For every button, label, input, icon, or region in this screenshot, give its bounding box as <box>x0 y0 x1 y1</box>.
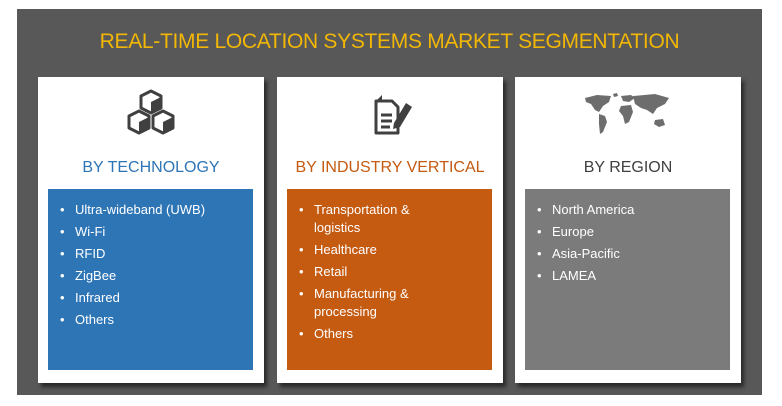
list-item: ZigBee <box>48 267 253 285</box>
card-heading: BY INDUSTRY VERTICAL <box>295 159 485 176</box>
cubes-icon <box>38 87 264 143</box>
list-item: Ultra-wideband (UWB) <box>48 201 253 219</box>
card-industry-vertical: BY INDUSTRY VERTICAL Transportation & lo… <box>277 77 503 383</box>
technology-list-box: Ultra-wideband (UWB) Wi-Fi RFID ZigBee I… <box>48 189 253 370</box>
technology-list: Ultra-wideband (UWB) Wi-Fi RFID ZigBee I… <box>48 189 253 329</box>
card-heading: BY REGION <box>583 159 673 176</box>
card-technology: BY TECHNOLOGY Ultra-wideband (UWB) Wi-Fi… <box>38 77 264 383</box>
list-item: Retail <box>287 263 492 281</box>
list-item: Transportation & logistics <box>287 201 434 237</box>
industry-list-box: Transportation & logistics Healthcare Re… <box>287 189 492 370</box>
list-item: Others <box>287 325 492 343</box>
list-item: Healthcare <box>287 241 492 259</box>
list-item: RFID <box>48 245 253 263</box>
region-list-box: North America Europe Asia-Pacific LAMEA <box>525 189 730 370</box>
list-item: Manufacturing & processing <box>287 285 434 321</box>
list-item: Asia-Pacific <box>525 245 730 263</box>
document-edit-icon <box>277 87 503 143</box>
diagram-title: REAL-TIME LOCATION SYSTEMS MARKET SEGMEN… <box>99 30 680 53</box>
list-item: North America <box>525 201 730 219</box>
card-region: BY REGION North America Europe Asia-Paci… <box>515 77 741 383</box>
list-item: Others <box>48 311 253 329</box>
industry-list: Transportation & logistics Healthcare Re… <box>287 189 492 343</box>
list-item: Europe <box>525 223 730 241</box>
list-item: Wi-Fi <box>48 223 253 241</box>
world-map-icon <box>515 87 741 143</box>
list-item: Infrared <box>48 289 253 307</box>
region-list: North America Europe Asia-Pacific LAMEA <box>525 189 730 285</box>
card-heading: BY TECHNOLOGY <box>82 159 220 176</box>
list-item: LAMEA <box>525 267 730 285</box>
segmentation-panel: REAL-TIME LOCATION SYSTEMS MARKET SEGMEN… <box>17 9 762 395</box>
